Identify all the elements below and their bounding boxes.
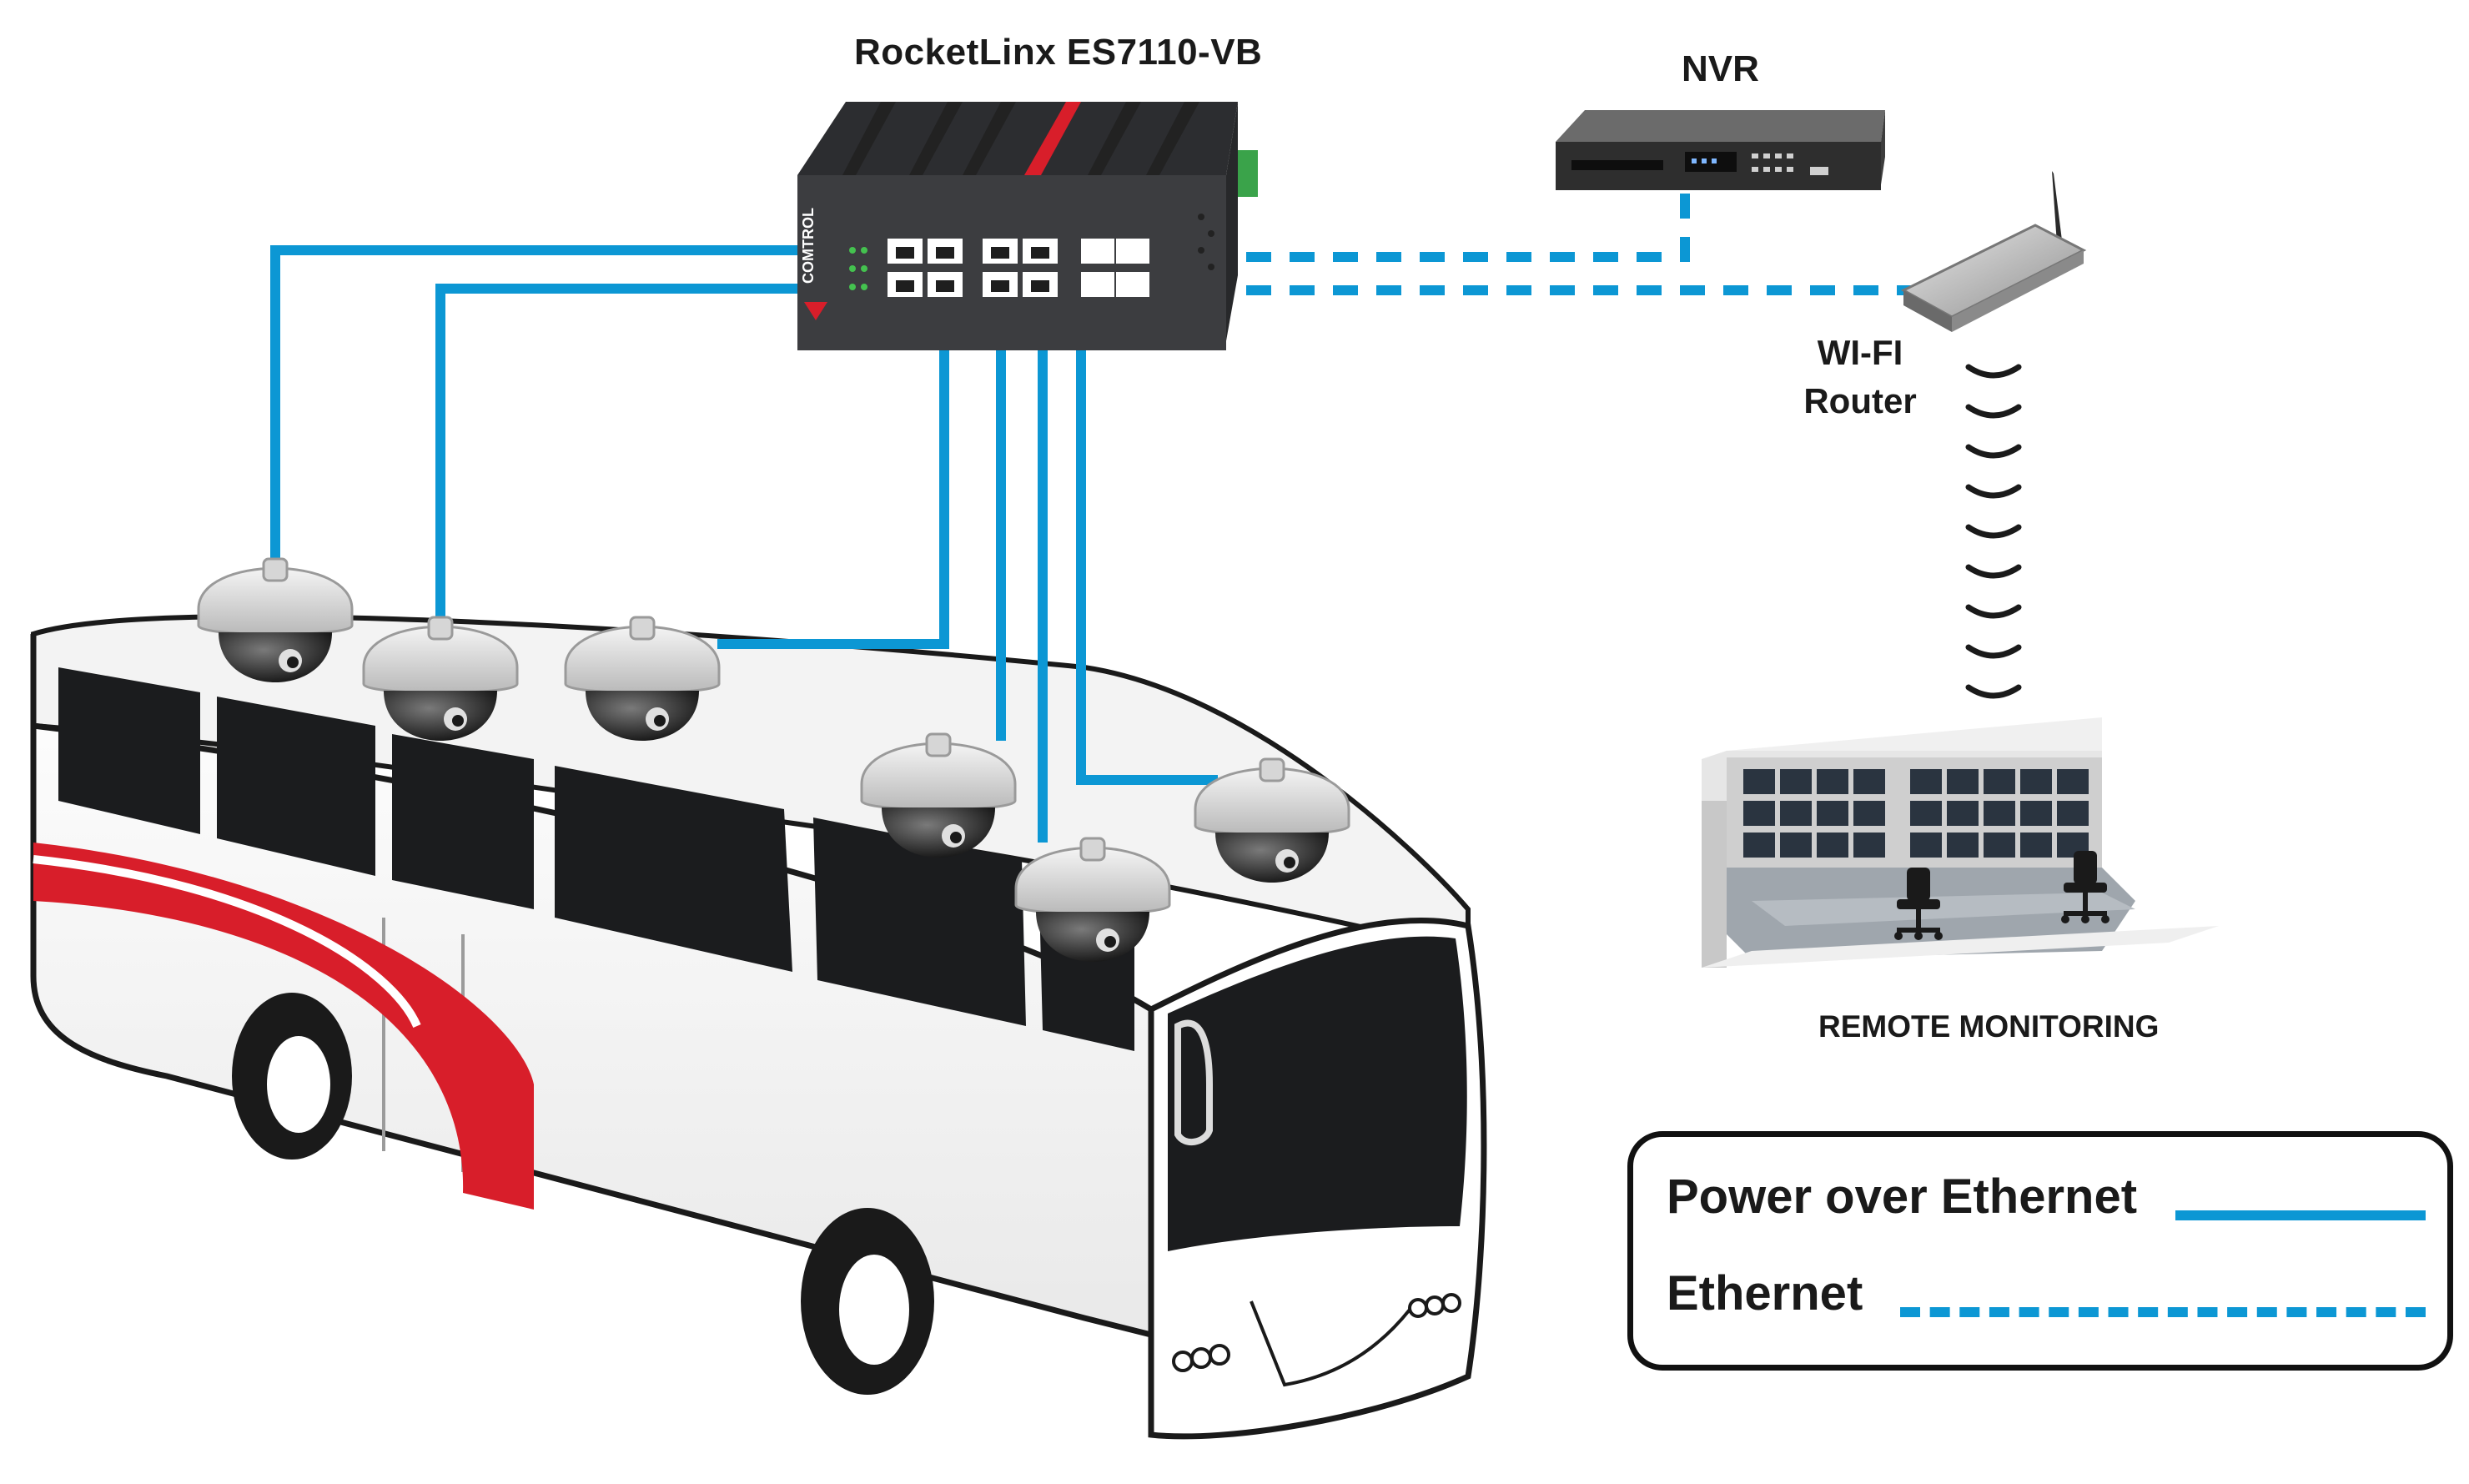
router-label-line2: Router bbox=[1803, 381, 1917, 420]
poe-cable bbox=[1076, 250, 1218, 785]
bus-wheel bbox=[232, 993, 352, 1160]
remote-monitoring-label: REMOTE MONITORING bbox=[1818, 1009, 2160, 1044]
bus-stripe bbox=[33, 843, 534, 1210]
poe-cable bbox=[435, 284, 889, 619]
poe-cable bbox=[270, 245, 889, 561]
legend-row-ethernet: Ethernet bbox=[1667, 1264, 1863, 1322]
bus-window bbox=[555, 766, 792, 972]
bus-wheel bbox=[801, 1208, 934, 1395]
monitoring-center bbox=[1702, 717, 2219, 968]
nvr-label: NVR bbox=[1682, 48, 1759, 89]
bus-headlights bbox=[1172, 1293, 1461, 1387]
legend: Power over Ethernet Ethernet bbox=[1627, 1131, 2453, 1371]
router-label: WI-FI Router bbox=[1793, 329, 1927, 425]
router-label-line1: WI-FI bbox=[1817, 333, 1903, 372]
nvr-device bbox=[1556, 110, 1885, 190]
poe-cable bbox=[717, 299, 949, 649]
legend-row-poe: Power over Ethernet bbox=[1667, 1167, 2137, 1225]
bus-window bbox=[217, 697, 375, 876]
bus bbox=[30, 614, 1487, 1440]
bus-window bbox=[392, 734, 534, 909]
bus-window bbox=[58, 667, 200, 834]
network-switch: COMTROL bbox=[797, 102, 1258, 350]
video-wall bbox=[1743, 769, 2089, 858]
switch-brand: COMTROL bbox=[800, 208, 817, 284]
ethernet-cable-nvr bbox=[1159, 184, 1690, 262]
bus-windscreen bbox=[1168, 936, 1467, 1251]
wifi-signal-icon bbox=[1965, 364, 2022, 699]
switch-label: RocketLinx ES7110-VB bbox=[854, 32, 1263, 73]
legend-swatch-poe bbox=[2175, 1210, 2426, 1220]
ethernet-cables bbox=[1159, 184, 1918, 295]
bus-window bbox=[813, 817, 1026, 1026]
poe-cables bbox=[270, 245, 1218, 843]
legend-label-poe: Power over Ethernet bbox=[1667, 1169, 2138, 1224]
legend-label-ethernet: Ethernet bbox=[1667, 1265, 1863, 1321]
legend-swatch-ethernet bbox=[1900, 1307, 2426, 1317]
wifi-router bbox=[1900, 171, 2087, 332]
